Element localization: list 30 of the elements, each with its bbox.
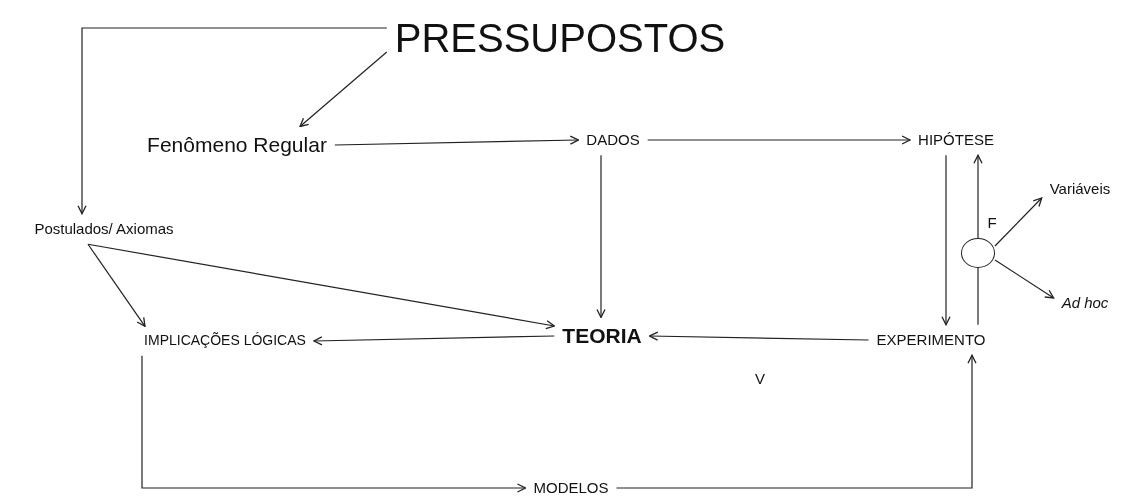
node-label: MODELOS (529, 476, 613, 497)
arrow (313, 335, 555, 346)
node-label: IMPLICAÇÕES LÓGICAS (140, 330, 310, 352)
arrow (334, 135, 579, 146)
arrow (87, 243, 555, 330)
arrow (596, 154, 606, 319)
arrow (141, 355, 527, 493)
arrow (299, 51, 388, 128)
node-label: Postulados/ Axiomas (30, 217, 178, 241)
node-label: DADOS (582, 128, 644, 152)
node-label: TEORIA (558, 321, 646, 351)
arrow (647, 135, 911, 145)
node-label: PRESSUPOSTOS (390, 13, 730, 63)
node-label: Fenômeno Regular (143, 130, 331, 160)
arrow (615, 354, 977, 489)
connector-line (977, 267, 979, 326)
arrow (649, 331, 870, 341)
arrow (994, 259, 1055, 299)
node-label: Ad hoc (1057, 291, 1113, 315)
node-label: EXPERIMENTO (872, 328, 990, 352)
circle-node (961, 238, 995, 268)
arrow (941, 154, 951, 326)
text-label: V (755, 369, 765, 387)
arrow (973, 154, 983, 239)
text-label: F (987, 213, 997, 231)
node-label: Variáveis (1045, 177, 1115, 201)
arrow (994, 197, 1043, 247)
node-label: HIPÓTESE (914, 128, 998, 152)
arrow (87, 243, 146, 327)
arrow (77, 27, 388, 215)
